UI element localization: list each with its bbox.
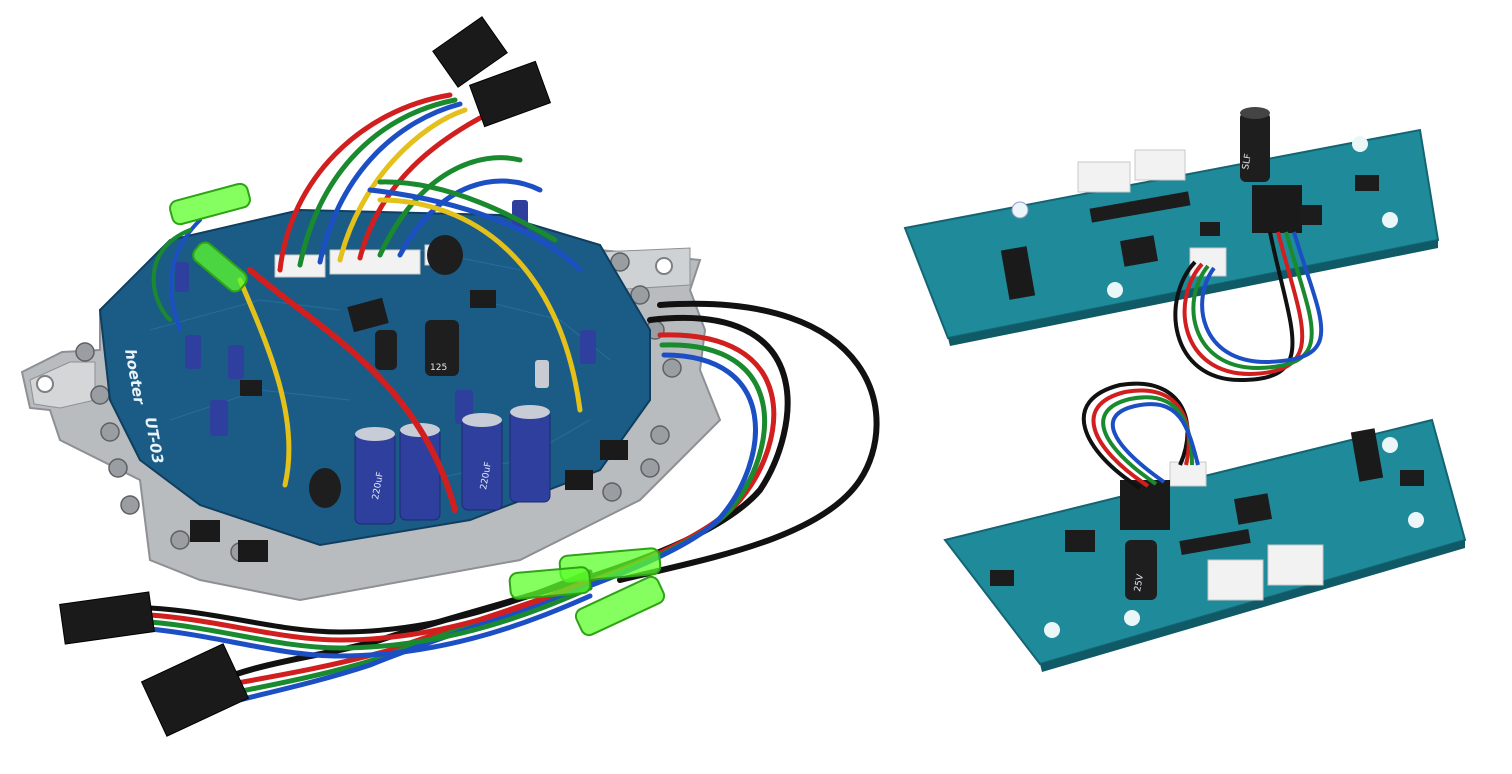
capacitor-label: 125 bbox=[430, 363, 447, 373]
black-capacitor bbox=[425, 320, 459, 376]
black-connector bbox=[1120, 480, 1170, 530]
cap-brand: SLF bbox=[1241, 153, 1254, 170]
connector-bottom-left bbox=[59, 591, 155, 645]
ic-chip bbox=[240, 380, 262, 396]
capacitor-label: 220uF bbox=[479, 461, 494, 490]
mount-hole bbox=[36, 375, 54, 393]
white-connector bbox=[1134, 149, 1186, 181]
mosfets bbox=[190, 440, 628, 562]
large-capacitors: 220uF 220uF bbox=[354, 405, 551, 525]
sensor-board-bottom: 25V bbox=[943, 381, 1467, 672]
ic-chip bbox=[347, 297, 389, 333]
white-connector bbox=[1169, 461, 1207, 487]
black-connectors bbox=[59, 16, 552, 737]
cap-rating: 25V bbox=[1133, 573, 1146, 593]
ic-chip bbox=[470, 290, 496, 308]
connector-top bbox=[468, 60, 552, 128]
ic-chip bbox=[1234, 493, 1272, 525]
sensor-board-top: SLF bbox=[903, 107, 1440, 383]
white-connector bbox=[1207, 559, 1264, 601]
capacitor-label: 220uF bbox=[371, 471, 386, 500]
connector-bottom-left bbox=[140, 643, 250, 737]
sensor-wire-loop bbox=[1173, 231, 1324, 383]
black-connector bbox=[1252, 185, 1302, 233]
capacitor bbox=[1125, 540, 1157, 600]
pin-header bbox=[1350, 428, 1384, 482]
main-controller-board: hoeter UT-03 bbox=[20, 200, 722, 602]
header-connector bbox=[329, 249, 421, 275]
connector-top bbox=[432, 16, 508, 88]
ic-chip bbox=[1120, 235, 1158, 267]
inductor bbox=[309, 468, 341, 508]
mount-hole bbox=[655, 257, 673, 275]
white-connector bbox=[1267, 544, 1324, 586]
pin-header bbox=[1000, 246, 1036, 300]
sensor-wire-loop bbox=[1081, 381, 1200, 490]
black-capacitor bbox=[375, 330, 397, 370]
green-terminal-lugs bbox=[169, 182, 666, 637]
capacitor bbox=[1240, 112, 1270, 182]
inductor bbox=[427, 235, 463, 275]
white-connector bbox=[1077, 161, 1131, 193]
